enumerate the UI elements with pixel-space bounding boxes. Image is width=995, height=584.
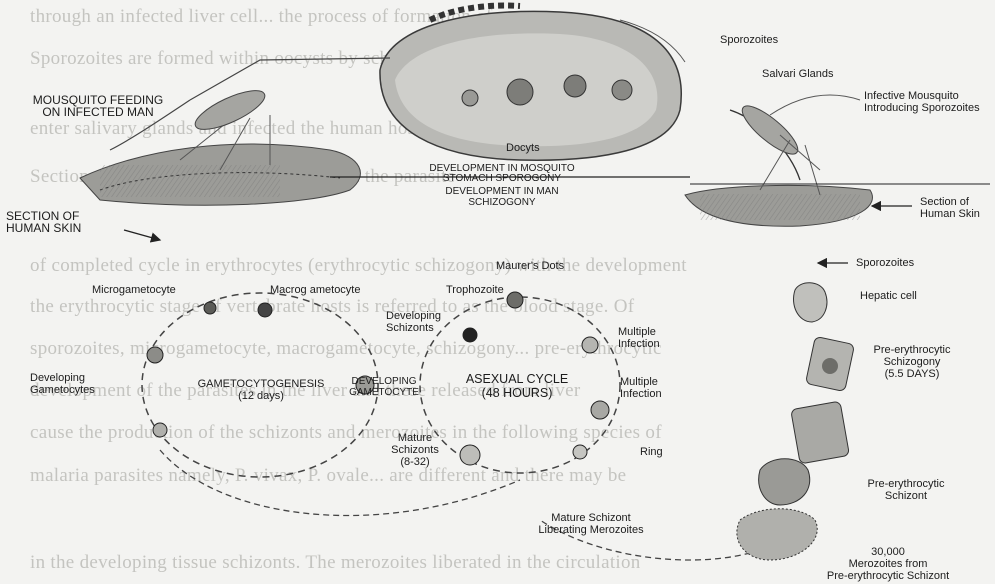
label-section-skin-left: SECTION OF HUMAN SKIN	[6, 210, 81, 234]
mosquito-feeding-left	[80, 58, 390, 205]
label-oocysts: Docyts	[506, 142, 540, 154]
label-pre-erythrocytic-schizogony: Pre-erythrocytic Schizogony (5.5 DAYS)	[852, 344, 972, 380]
label-gametocytogenesis: GAMETOCYTOGENESIS (12 days)	[186, 378, 336, 402]
label-asexual-cycle: ASEXUAL CYCLE (48 HOURS)	[452, 372, 582, 400]
label-sporozoites-top: Sporozoites	[720, 34, 778, 46]
label-schizogony: SCHIZOGONY	[412, 197, 592, 208]
hepatic-cells	[737, 283, 855, 560]
label-multiple-infection-2: Multiple Infection	[620, 376, 662, 400]
label-ring: Ring	[640, 446, 663, 458]
label-merozoites-count: 30,000 Merozoites from Pre-erythrocytic …	[808, 546, 968, 582]
label-trophozoite: Trophozoite	[446, 284, 504, 296]
label-maurers-dots: Maurer's Dots	[496, 260, 564, 272]
label-developing-gametocyte: DEVELOPING GAMETOCYTE	[344, 376, 424, 398]
mosquito-feeding-right	[685, 95, 872, 226]
label-development-in-man: DEVELOPMENT IN MAN	[412, 186, 592, 197]
label-hepatic-cell: Hepatic cell	[860, 290, 917, 302]
label-mature-schizont-liberating: Mature Schizont Liberating Merozoites	[516, 512, 666, 536]
label-developing-gametocytes: Developing Gametocytes	[30, 372, 95, 396]
label-infective-mosquito: Infective Mousquito Introducing Sporozoi…	[864, 90, 980, 114]
label-sporozoites-right: Sporozoites	[856, 257, 914, 269]
label-mature-schizonts: Mature Schizonts (8-32)	[380, 432, 450, 468]
label-mosquito-feeding: MOUSQUITO FEEDING ON INFECTED MAN	[8, 94, 188, 118]
label-pre-erythrocytic-schizont: Pre-erythrocytic Schizont	[846, 478, 966, 502]
label-developing-schizonts: Developing Schizonts	[386, 310, 441, 334]
label-sporogony: STOMACH SPOROGONY	[412, 173, 592, 184]
mosquito-stomach	[380, 6, 685, 161]
label-macrogametocyte: Macrog ametocyte	[270, 284, 360, 296]
label-multiple-infection-1: Multiple Infection	[618, 326, 660, 350]
label-microgametocyte: Microgametocyte	[92, 284, 176, 296]
arrow-left-skin	[124, 230, 160, 240]
label-salivary-glands: Salvari Glands	[762, 68, 834, 80]
label-section-skin-right: Section of Human Skin	[920, 196, 980, 220]
gametocyte-cells	[147, 302, 374, 437]
